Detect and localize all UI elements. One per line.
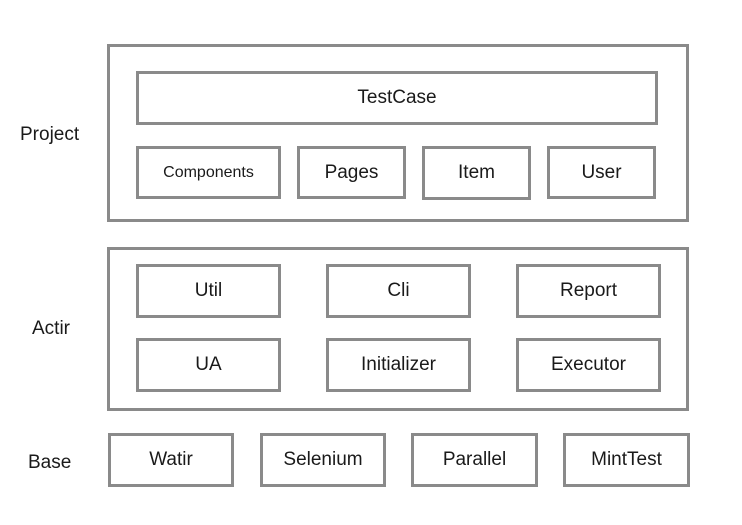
parallel-box: Parallel: [411, 433, 538, 487]
actir-layer-label: Actir: [32, 318, 70, 339]
executor-box: Executor: [516, 338, 661, 392]
pages-box: Pages: [297, 146, 406, 199]
initializer-box: Initializer: [326, 338, 471, 392]
project-layer-label: Project: [20, 124, 80, 145]
components-box: Components: [136, 146, 281, 199]
util-box: Util: [136, 264, 281, 318]
cli-box: Cli: [326, 264, 471, 318]
selenium-box: Selenium: [260, 433, 386, 487]
ua-box: UA: [136, 338, 281, 392]
watir-box: Watir: [108, 433, 234, 487]
item-box: Item: [422, 146, 531, 200]
actir-layer-frame: [107, 247, 689, 411]
testcase-box: TestCase: [136, 71, 658, 125]
user-box: User: [547, 146, 656, 199]
base-layer-label: Base: [28, 452, 72, 473]
project-layer-frame: [107, 44, 689, 222]
report-box: Report: [516, 264, 661, 318]
minttest-box: MintTest: [563, 433, 690, 487]
